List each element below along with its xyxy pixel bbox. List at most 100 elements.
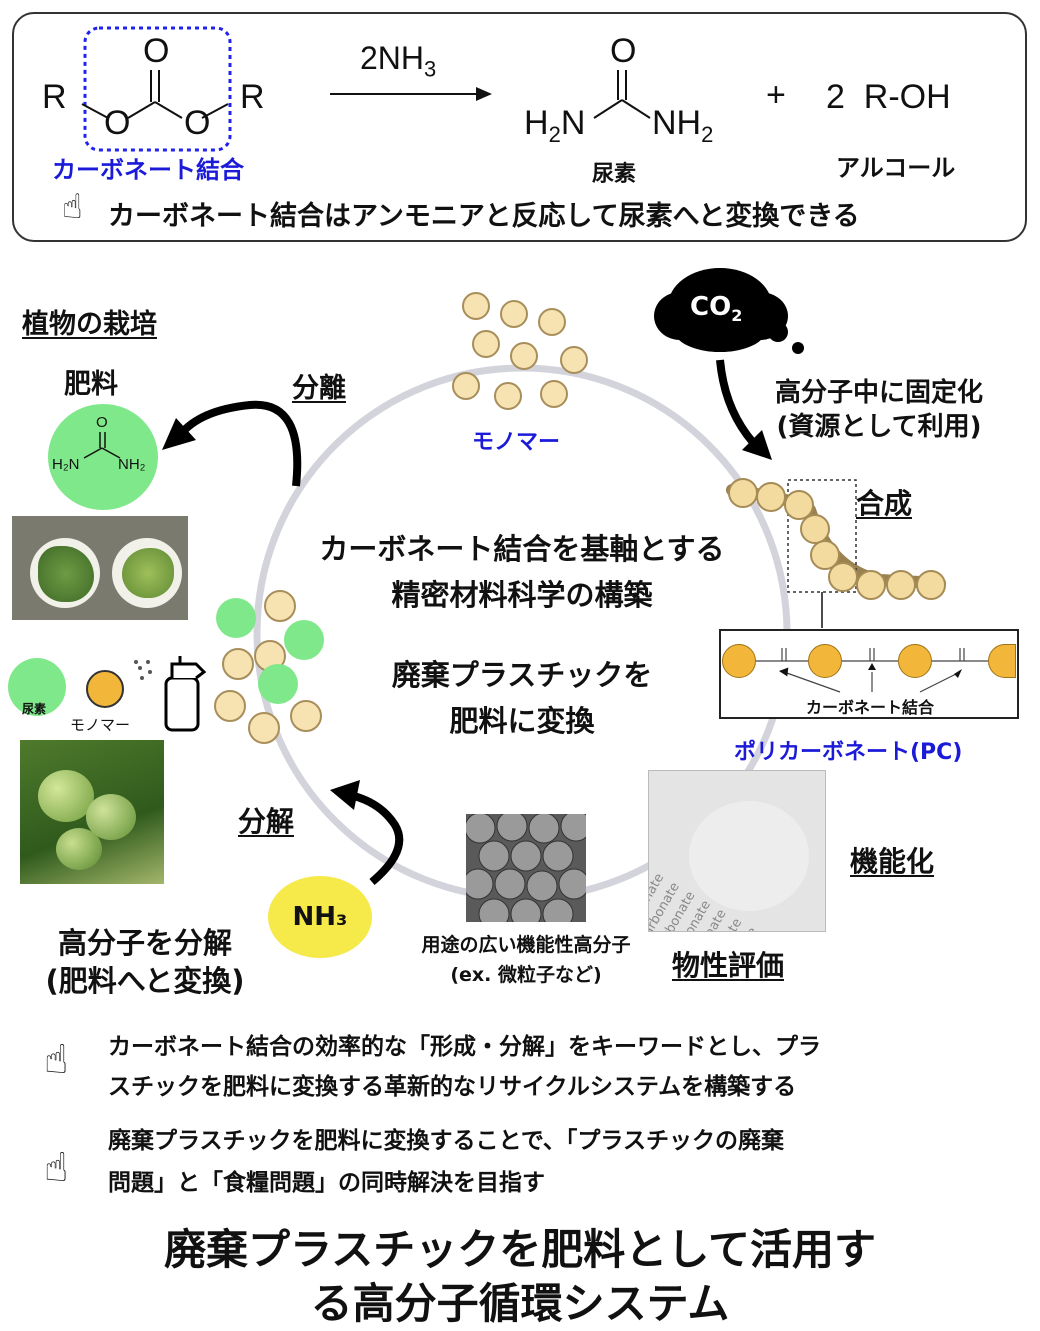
- monomer-ball: [560, 346, 588, 374]
- co2-cloud-icon: [654, 268, 804, 354]
- center-title-line1: カーボネート結合を基軸とする: [319, 532, 725, 566]
- co2-text: CO: [690, 292, 732, 322]
- spray-monomer-label: モノマー: [70, 716, 131, 734]
- main-title-line2: る高分子循環システム: [310, 1279, 730, 1328]
- nh3-text: NH₃: [292, 902, 348, 932]
- chain-ball: [756, 482, 786, 512]
- ester-o-left: O: [104, 104, 131, 142]
- tomato-fruit: [38, 770, 94, 822]
- urea-ball: [284, 620, 324, 660]
- monomer-ball: [264, 590, 296, 622]
- urea-nh-sub: 2: [701, 121, 714, 147]
- monomer-ball: [214, 690, 246, 722]
- bullet-1-line2: スチックを肥料に変換する革新的なリサイクルシステムを構築する: [108, 1074, 797, 1100]
- mini-urea-h2n: H₂N: [52, 456, 80, 473]
- spray-urea-ball: [8, 658, 66, 716]
- spray-urea-label: 尿素: [22, 702, 47, 716]
- carbonate-bond-label: カーボネート結合: [52, 156, 244, 184]
- alcohol-label: アルコール: [836, 154, 956, 182]
- separation-arrow: [176, 400, 302, 487]
- monomer-ball: [494, 382, 522, 410]
- pointing-hand-icon: ☝: [62, 187, 83, 227]
- pc-unit-ball: [898, 644, 932, 678]
- mini-urea-nh2: NH₂: [118, 456, 146, 473]
- monomer-ball: [290, 700, 322, 732]
- co2-sub: 2: [731, 306, 743, 326]
- tomato-fruit: [56, 828, 102, 870]
- center-sub-line1: 廃棄プラスチックを: [391, 658, 653, 692]
- functionalization-label: 機能化: [850, 845, 935, 878]
- potted-plants-photo: [12, 516, 188, 620]
- decompose-line1: 高分子を分解: [57, 926, 232, 960]
- fertilizer-label: 肥料: [64, 369, 118, 400]
- tomato-fruit: [86, 794, 136, 840]
- urea-o: O: [610, 32, 637, 70]
- urea-label: 尿素: [592, 162, 637, 187]
- microparticles-svg: [466, 814, 586, 922]
- pc-detail-box: [719, 629, 1019, 719]
- plant-leaves: [122, 548, 174, 598]
- co2-resource-label: (資源として利用): [776, 412, 982, 442]
- r-right: R: [240, 78, 265, 116]
- particles-label-line2: (ex. 微粒子など): [450, 964, 602, 986]
- monomer-ball: [538, 308, 566, 336]
- r-left: R: [42, 78, 67, 116]
- co2-fixation-label: 高分子中に固定化: [774, 378, 983, 408]
- monomer-ball: [500, 300, 528, 328]
- tomato-plant-photo: [20, 740, 164, 884]
- reaction-bonds: [81, 26, 651, 152]
- pointing-hand-icon: ☝: [44, 1145, 69, 1191]
- urea-nh: NH: [652, 104, 702, 142]
- monomer-ball: [248, 712, 280, 744]
- plus-sign: +: [766, 76, 786, 114]
- chain-ball: [916, 570, 946, 600]
- plant-cultivation-title: 植物の栽培: [22, 309, 157, 340]
- spray-mist: [134, 660, 152, 680]
- mini-urea-o: O: [96, 414, 108, 431]
- reagent-nh3: 2NH3: [360, 40, 436, 82]
- bullet-2-line1: 廃棄プラスチックを肥料に変換することで、「プラスチックの廃棄: [108, 1128, 784, 1154]
- urea-ball: [216, 598, 256, 638]
- fertilizer-urea-circle: O H₂N NH₂: [48, 404, 158, 510]
- monomer-ball: [462, 292, 490, 320]
- particles-label-line1: 用途の広い機能性高分子: [421, 934, 631, 956]
- spray-monomer-ball: [86, 670, 124, 708]
- monomer-ball: [510, 342, 538, 370]
- reaction-note: カーボネート結合はアンモニアと反応して尿素へと変換できる: [108, 201, 860, 232]
- bullet-1-line1: カーボネート結合の効率的な「形成・分解」をキーワードとし、プラ: [108, 1034, 821, 1060]
- monomer-ball: [222, 648, 254, 680]
- pc-unit-ball: [722, 644, 756, 678]
- plant-leaves: [38, 546, 94, 602]
- bullet-2-line2: 問題」と「食糧問題」の同時解決を目指す: [108, 1170, 545, 1196]
- chain-ball: [810, 540, 840, 570]
- pc-bond-label: カーボネート結合: [805, 698, 934, 717]
- co2-formula: CO2: [690, 292, 742, 325]
- chain-ball: [728, 478, 758, 508]
- chain-ball: [886, 570, 916, 600]
- monomer-ball: [452, 372, 480, 400]
- spray-bottle-icon: [164, 656, 207, 732]
- alcohol-formula: 2 R-OH: [826, 78, 951, 116]
- center-sub-line2: 肥料に変換: [449, 704, 595, 738]
- carbonate-highlight-box: [83, 26, 232, 152]
- decompose-line2: (肥料へと変換): [45, 964, 245, 998]
- separation-label: 分離: [292, 373, 346, 404]
- pointing-hand-icon: ☝: [44, 1037, 69, 1083]
- monomer-ball: [540, 380, 568, 408]
- urea-nh2: NH2: [652, 104, 713, 148]
- polycarbonate-label: ポリカーボネート(PC): [734, 740, 963, 765]
- urea-ball: [258, 664, 298, 704]
- urea-h-sub: 2: [548, 121, 561, 147]
- nh3-circle: NH₃: [268, 876, 372, 958]
- reagent-text: 2NH: [360, 40, 425, 76]
- mini-urea-structure: [83, 432, 121, 459]
- reagent-sub: 3: [424, 56, 437, 82]
- urea-h: H: [524, 104, 549, 142]
- reaction-box: [12, 12, 1027, 242]
- chain-ball: [828, 562, 858, 592]
- monomer-label: モノマー: [472, 430, 561, 455]
- urea-h2n: H2N: [524, 104, 585, 148]
- ester-o-right: O: [184, 104, 211, 142]
- pc-unit-ball: [988, 644, 1016, 678]
- synthesis-label: 合成: [856, 487, 913, 520]
